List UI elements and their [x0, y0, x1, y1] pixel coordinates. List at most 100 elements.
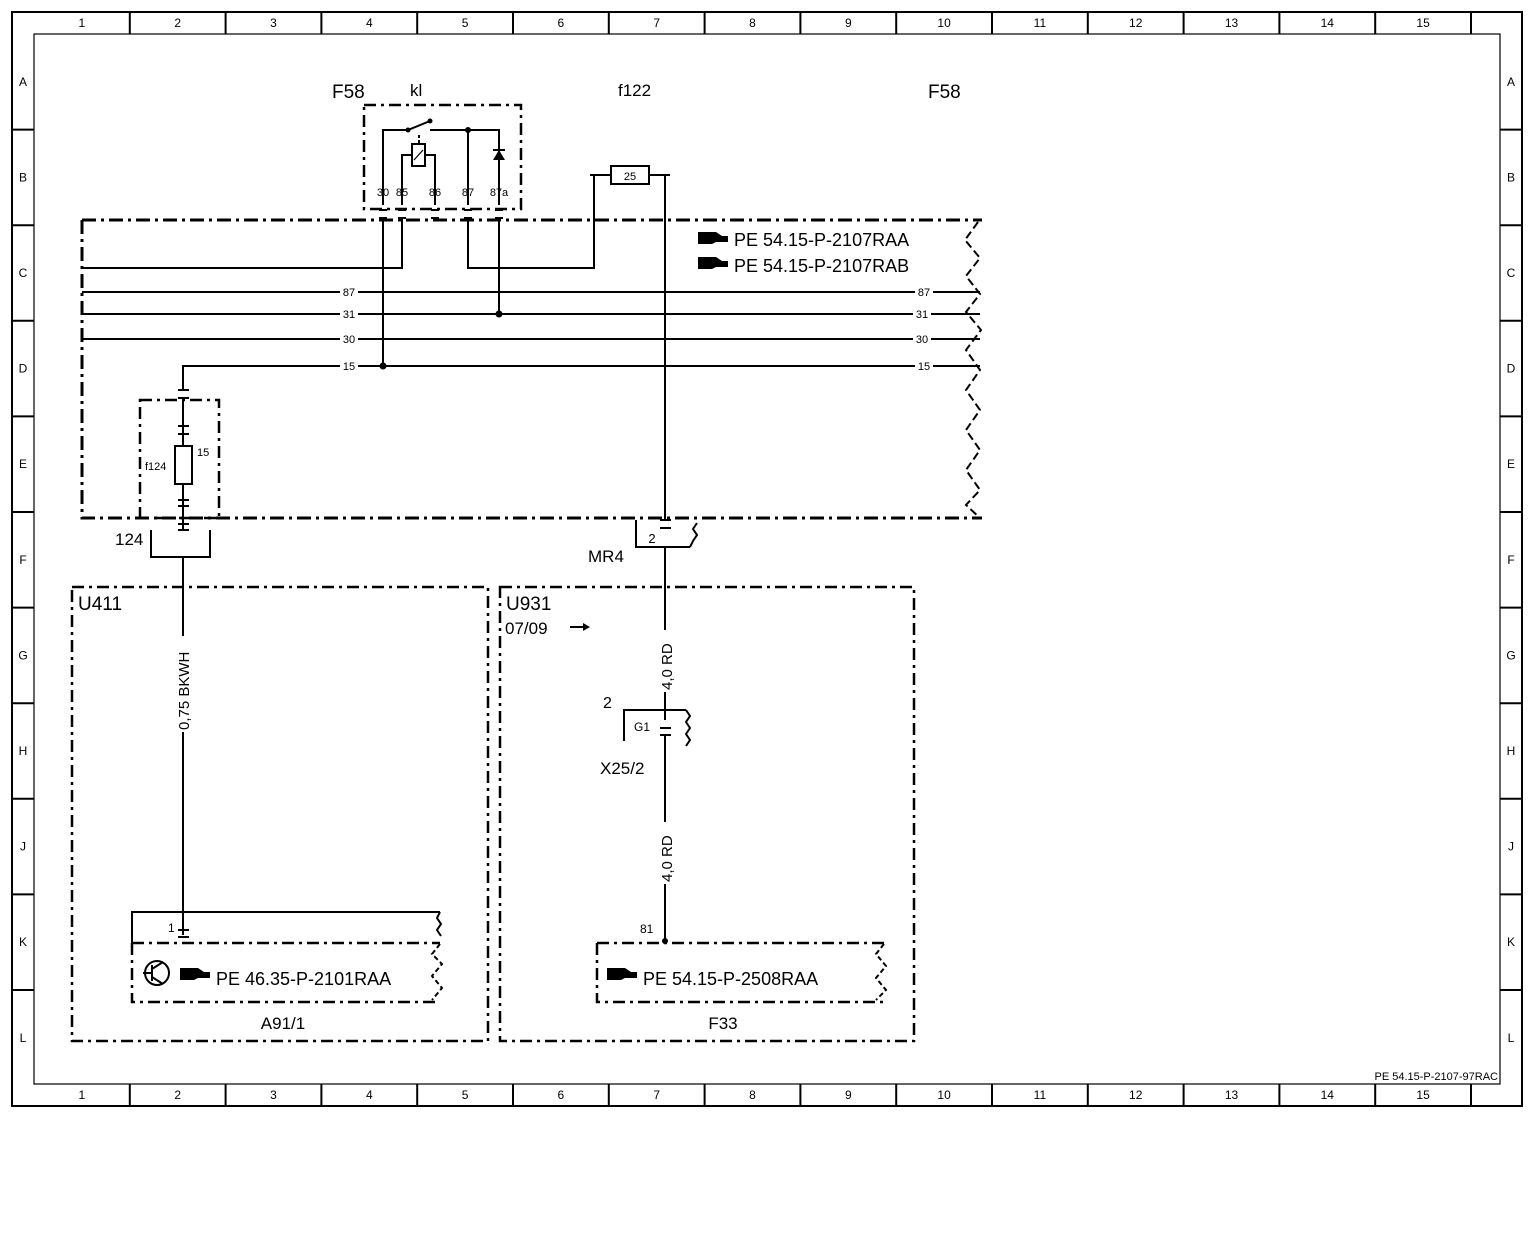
column-label-8: 8	[749, 1088, 756, 1102]
row-label-L: L	[1508, 1031, 1515, 1045]
connector-x25	[623, 709, 686, 741]
bus-label-15-right: 15	[918, 361, 930, 373]
column-label-6: 6	[558, 16, 565, 30]
fuse-f124-name: f124	[145, 461, 166, 473]
ref-2107raa[interactable]: PE 54.15-P-2107RAA	[734, 230, 909, 250]
row-label-C: C	[1507, 266, 1516, 280]
column-label-3: 3	[270, 16, 277, 30]
column-label-12: 12	[1129, 16, 1143, 30]
module-a91-border	[130, 941, 440, 1004]
f33-name: F33	[708, 1014, 737, 1033]
row-label-H: H	[19, 744, 28, 758]
module-f33-border	[595, 941, 884, 1004]
zone-u411-name: U411	[78, 594, 122, 615]
wire-rd-lower-label: 4,0 RD	[659, 835, 676, 882]
column-label-7: 7	[653, 16, 660, 30]
inner-frame	[33, 33, 1501, 1085]
column-label-6: 6	[558, 1088, 565, 1102]
mr4-name: MR4	[588, 547, 624, 566]
row-label-L: L	[20, 1031, 27, 1045]
fuse-f124-body	[174, 445, 193, 485]
zone-u931-border	[498, 585, 916, 1043]
column-label-2: 2	[174, 16, 181, 30]
bus-15	[182, 365, 980, 390]
relay-housing	[362, 103, 523, 211]
fuse-f124-housing	[138, 398, 221, 520]
a91-name: A91/1	[261, 1014, 305, 1033]
diode-icon	[493, 150, 505, 160]
connector-124-label: 124	[115, 530, 143, 549]
column-label-14: 14	[1321, 1088, 1335, 1102]
zone-u931: U931 07/09 4,0 RD G1 2 X25/2 4,0 RD 81 P…	[498, 547, 916, 1043]
column-ticks	[128, 12, 1472, 1106]
f33-pin: 81	[640, 922, 654, 936]
a91-pin: 1	[168, 921, 175, 935]
fuse-value: 25	[624, 171, 636, 183]
column-label-4: 4	[366, 16, 373, 30]
column-label-2: 2	[174, 1088, 181, 1102]
zone-u931-date: 07/09	[505, 619, 548, 638]
bus-label-30-left: 30	[343, 334, 355, 346]
column-label-5: 5	[462, 16, 469, 30]
wire-bkwh-label: 0,75 BKWH	[176, 652, 193, 730]
ref-2107rab[interactable]: PE 54.15-P-2107RAB	[734, 256, 909, 276]
column-label-13: 13	[1225, 16, 1239, 30]
row-label-J: J	[1508, 840, 1514, 854]
f33-ref[interactable]: PE 54.15-P-2508RAA	[643, 969, 818, 989]
a91-ref[interactable]: PE 46.35-P-2101RAA	[216, 969, 391, 989]
column-label-1: 1	[79, 1088, 86, 1102]
row-label-E: E	[19, 457, 27, 471]
row-ticks	[12, 128, 1522, 991]
bus-label-31-right: 31	[916, 309, 928, 321]
outer-frame	[11, 11, 1523, 1107]
relay-name: F58	[332, 82, 365, 103]
column-label-14: 14	[1321, 16, 1335, 30]
fuse-box-border	[80, 218, 982, 520]
x25-ground: G1	[634, 720, 650, 734]
relay-label: kl	[410, 81, 422, 100]
x25-name: X25/2	[600, 759, 644, 778]
column-label-4: 4	[366, 1088, 373, 1102]
row-label-D: D	[19, 362, 28, 376]
column-label-1: 1	[79, 16, 86, 30]
x25-pin: 2	[603, 695, 612, 712]
connector-mr4: 2 MR4	[588, 519, 699, 566]
pin-87a: 87a	[490, 187, 509, 199]
pointing-hand-icon	[180, 968, 210, 980]
column-label-15: 15	[1416, 1088, 1430, 1102]
cut-edge	[963, 221, 983, 519]
row-label-A: A	[19, 75, 27, 89]
column-label-15: 15	[1416, 16, 1430, 30]
pointing-hand-icon	[698, 257, 728, 269]
fuse-box-name: F58	[928, 82, 961, 103]
relay-f58: F58 kl 30 85 86 87 87a	[332, 81, 523, 219]
row-label-K: K	[19, 935, 27, 949]
bus-label-15-left: 15	[343, 361, 355, 373]
column-label-12: 12	[1129, 1088, 1143, 1102]
column-label-5: 5	[462, 1088, 469, 1102]
row-label-B: B	[1507, 170, 1515, 184]
row-label-A: A	[1507, 75, 1515, 89]
zone-u931-name: U931	[506, 594, 551, 615]
connector-124	[150, 530, 211, 558]
row-label-F: F	[19, 553, 26, 567]
column-label-3: 3	[270, 1088, 277, 1102]
row-label-F: F	[1507, 553, 1514, 567]
column-label-7: 7	[653, 1088, 660, 1102]
row-label-G: G	[18, 648, 27, 662]
fuse-f124-value: 15	[197, 447, 209, 459]
column-label-8: 8	[749, 16, 756, 30]
column-label-11: 11	[1034, 16, 1047, 30]
transistor-icon	[143, 960, 170, 986]
column-label-13: 13	[1225, 1088, 1239, 1102]
bus-label-87-left: 87	[343, 287, 355, 299]
bus-label-30-right: 30	[916, 334, 928, 346]
row-label-H: H	[1507, 744, 1516, 758]
pin-85: 85	[396, 187, 408, 199]
row-label-K: K	[1507, 935, 1515, 949]
drawing-id: PE 54.15-P-2107-97RAC	[1374, 1071, 1498, 1083]
